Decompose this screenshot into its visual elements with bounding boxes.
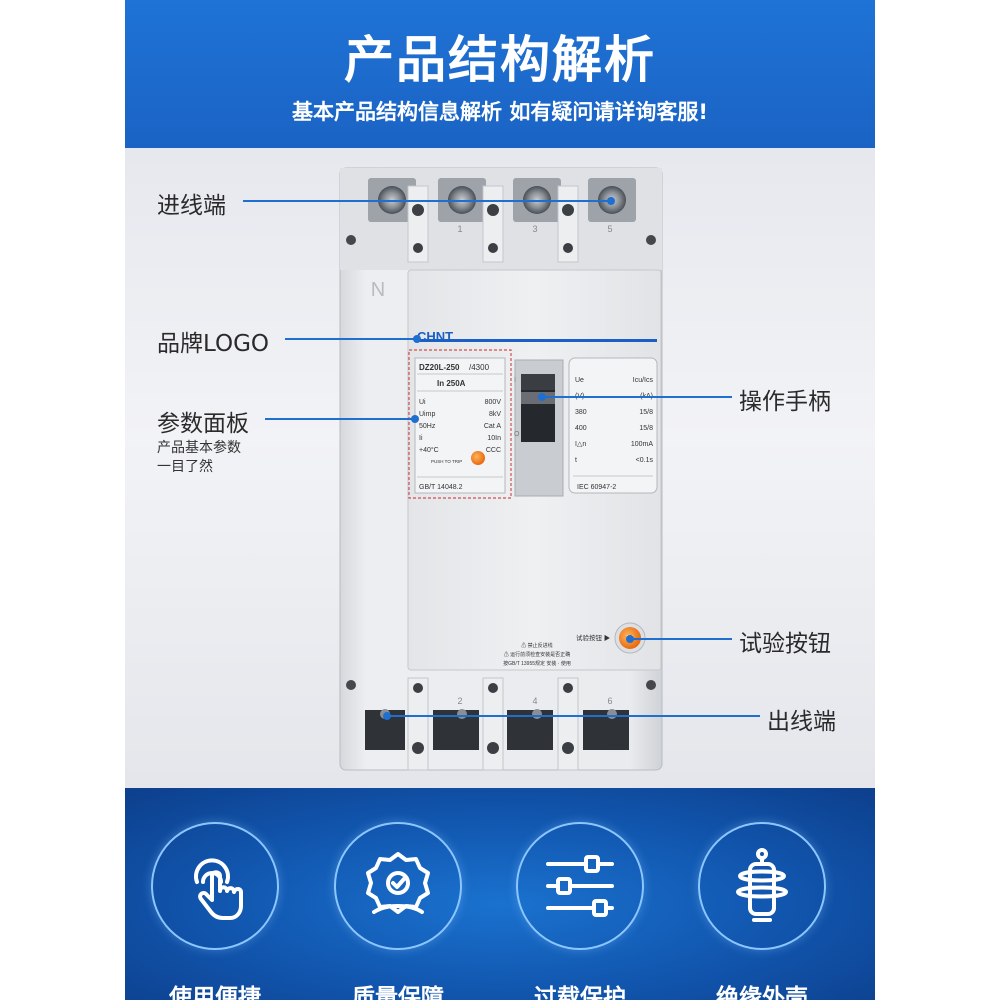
feature-circle [151,822,279,950]
insulator-icon [736,848,788,922]
feature-circle [334,822,462,950]
warning-line: ⚠ 运行前须检查安装是否正确 [504,651,570,658]
product-page: 产品结构解析 基本产品结构信息解析 如有疑问请详询客服! [125,0,875,1000]
param-value: 100mA [631,441,654,448]
page-subtitle: 基本产品结构信息解析 如有疑问请详询客服! [292,100,708,124]
feature-label: 质量保障 [352,985,444,1000]
param-key: 50Hz [419,423,436,430]
param-key: Ii [419,435,423,442]
param-key: I△n [575,441,586,448]
callout-handle: 操作手柄 [739,389,831,415]
callout-logo: 品牌LOGO [157,331,270,357]
terminal-number: 4 [532,696,537,706]
param-key: +40°C [419,446,439,454]
param-key: 380 [575,409,587,416]
standard-right: IEC 60947-2 [577,484,616,491]
param-value: 10In [487,435,501,442]
neutral-mark: N [371,279,385,301]
terminal-number: 6 [607,696,612,706]
model-suffix: /4300 [469,363,490,372]
terminal-number: 5 [607,224,612,234]
param-header: Icu/Ics [633,377,654,384]
warning-line: ⚠ 禁止反进线 [521,642,552,649]
feature-item: 绝缘外壳 [692,800,832,1000]
callout-outlet: 出线端 [767,709,836,735]
warning-line: 按GB/T 13955规定 安装 · 使用 [503,660,571,667]
feature-item: 过载保护 [510,800,650,1000]
callout-line [387,715,760,717]
param-value: <0.1s [636,457,654,464]
brand-logo: CHNT [417,329,453,344]
param-header: Ue [575,377,584,384]
callout-params: 参数面板 [157,411,249,437]
quality-shield-icon [366,852,430,914]
callout-params-note: 产品基本参数 一目了然 [157,440,241,475]
callout-dot [413,335,421,343]
callout-line [265,418,415,420]
callout-dot [411,415,419,423]
param-value: 8kV [489,411,501,418]
standard-left: GB/T 14048.2 [419,484,463,491]
param-value: CCC [486,447,501,454]
param-key: Ui [419,399,426,406]
push-to-trip-label: PUSH TO TRIP [431,459,462,464]
param-key: Uimp [419,411,435,418]
param-value: 800V [485,399,502,406]
param-value: 15/8 [639,409,653,416]
test-button-inline-label: 试验按钮 ▶ [576,633,611,642]
feature-circle [516,822,644,950]
param-value: Cat A [484,423,501,430]
params-highlight-box [408,349,512,499]
feature-circle [698,822,826,950]
callout-line [542,396,732,398]
handle-off-mark: O [514,431,520,438]
callout-line [243,200,611,202]
feature-item: 质量保障 [328,800,468,1000]
feature-item: 使用便捷 [145,800,285,1000]
page-title: 产品结构解析 [344,31,656,89]
rating-label: In 250A [437,379,466,388]
overload-sliders-icon [546,855,614,917]
callout-test-button: 试验按钮 [739,631,831,657]
touch-hand-icon [194,858,243,920]
callout-line [285,338,417,340]
feature-label: 使用便捷 [169,985,261,1000]
param-value: 15/8 [639,425,653,432]
param-key: 400 [575,425,587,432]
callout-line [630,638,732,640]
callout-dot [607,197,615,205]
header-banner: 产品结构解析 基本产品结构信息解析 如有疑问请详询客服! [125,0,875,148]
params-left-table: Ui 800V Uimp 8kV 50Hz Cat A Ii 10In +40°C CCC [419,399,501,454]
terminal-number: 1 [457,224,462,234]
model-label: DZ20L-250 [419,363,460,372]
terminal-number: 2 [457,696,462,706]
param-key: t [575,457,577,464]
terminal-number: 3 [532,224,537,234]
feature-label: 绝缘外壳 [716,985,808,1000]
feature-label: 过载保护 [534,985,626,1000]
callout-inlet: 进线端 [157,193,226,219]
handle-on-mark: I [514,377,516,384]
